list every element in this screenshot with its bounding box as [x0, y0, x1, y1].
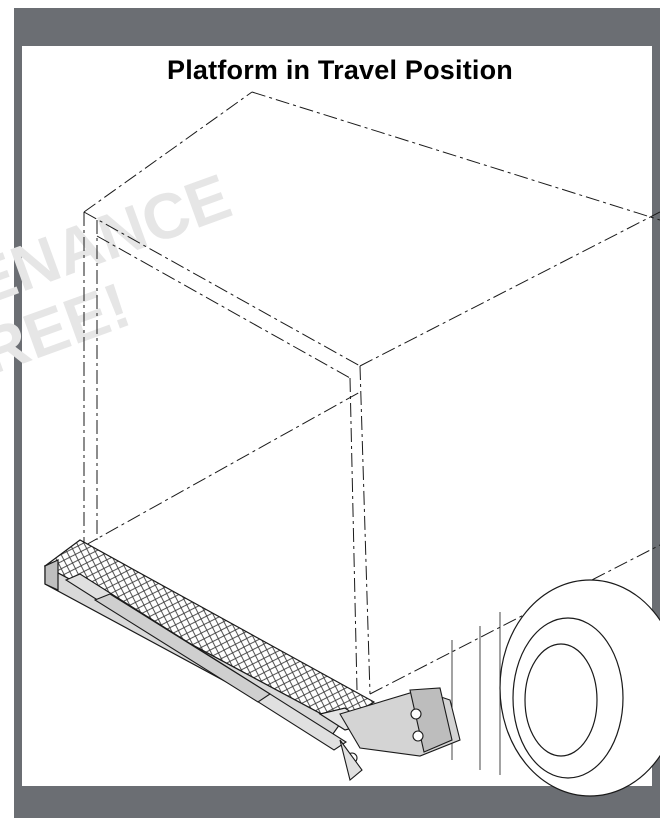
watermark: ENANCE REE! — [0, 160, 240, 389]
lift-arm-assembly — [64, 573, 461, 781]
platform — [43, 539, 376, 739]
vehicle-body-outline — [83, 91, 660, 695]
wheel — [451, 579, 660, 797]
figure-title: Platform in Travel Position — [167, 55, 513, 85]
